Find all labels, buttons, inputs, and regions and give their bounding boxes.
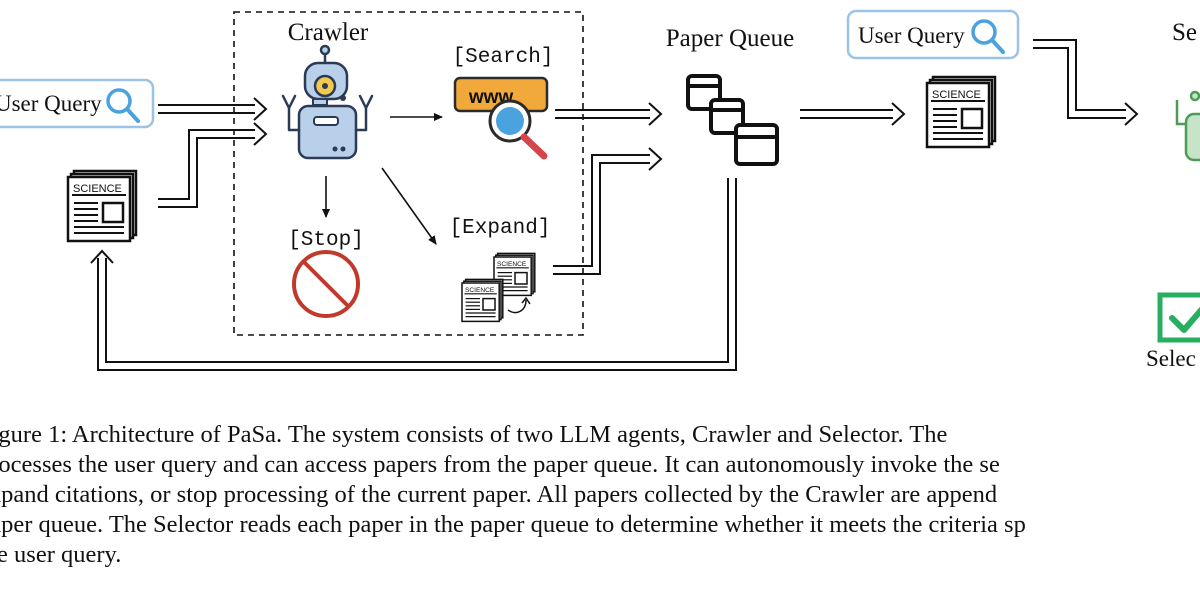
science-doc-icon-left: SCIENCE xyxy=(66,169,138,243)
user-query-left-text: User Query xyxy=(0,91,102,116)
selector-robot-icon xyxy=(1175,90,1200,162)
stop-icon xyxy=(292,250,360,318)
user-query-box-right: User Query xyxy=(846,9,1020,60)
caption-line-2: processes the user query and can access … xyxy=(0,451,1000,478)
caption-line-5: the user query. xyxy=(0,541,122,568)
arrow-robot-to-expand xyxy=(381,167,437,245)
www-search-icon: www xyxy=(453,76,549,160)
check-icon xyxy=(1157,292,1200,343)
svg-text:SCIENCE: SCIENCE xyxy=(73,183,122,195)
stop-label: [Stop] xyxy=(288,229,364,252)
arrow-queue-feedback-loop xyxy=(90,178,737,371)
user-query-box-left: User Query xyxy=(0,78,155,129)
paper-queue-label: Paper Queue xyxy=(666,25,794,52)
magnifier-icon xyxy=(106,88,140,123)
user-query-right-text: User Query xyxy=(858,23,965,48)
magnifier-icon-right xyxy=(971,19,1005,54)
selector-bottom-label: Selec xyxy=(1146,346,1196,371)
arrow-query-to-crawler xyxy=(158,97,268,121)
pasa-architecture-diagram: Crawler [Search] [Stop] [Expand] Paper Q… xyxy=(0,9,1200,371)
robot-icon xyxy=(281,44,374,160)
arrow-expand-to-queue xyxy=(553,147,663,275)
arrow-query-to-selector xyxy=(1033,39,1139,126)
science-doc-icon-right: SCIENCE xyxy=(925,75,997,149)
crawler-boundary xyxy=(233,11,584,336)
expand-docs-icon: SCIENCE SCIENCE xyxy=(461,252,536,323)
caption-line-1: Figure 1: Architecture of PaSa. The syst… xyxy=(0,421,948,448)
figure-caption: Figure 1: Architecture of PaSa. The syst… xyxy=(0,420,1200,570)
arrow-queue-to-doc-right xyxy=(800,102,906,126)
arrow-search-to-queue xyxy=(555,102,663,126)
svg-text:SCIENCE: SCIENCE xyxy=(497,261,527,268)
paper-queue-icon xyxy=(686,74,779,166)
svg-text:SCIENCE: SCIENCE xyxy=(465,287,495,294)
caption-line-4: paper queue. The Selector reads each pap… xyxy=(0,511,1026,538)
caption-line-3: expand citations, or stop processing of … xyxy=(0,481,998,508)
expand-label: [Expand] xyxy=(450,217,551,240)
search-label: [Search] xyxy=(453,46,554,69)
svg-text:SCIENCE: SCIENCE xyxy=(932,89,981,101)
arrow-doc-to-crawler xyxy=(158,122,268,208)
crawler-label: Crawler xyxy=(288,19,369,46)
selector-label: Se xyxy=(1172,19,1197,46)
